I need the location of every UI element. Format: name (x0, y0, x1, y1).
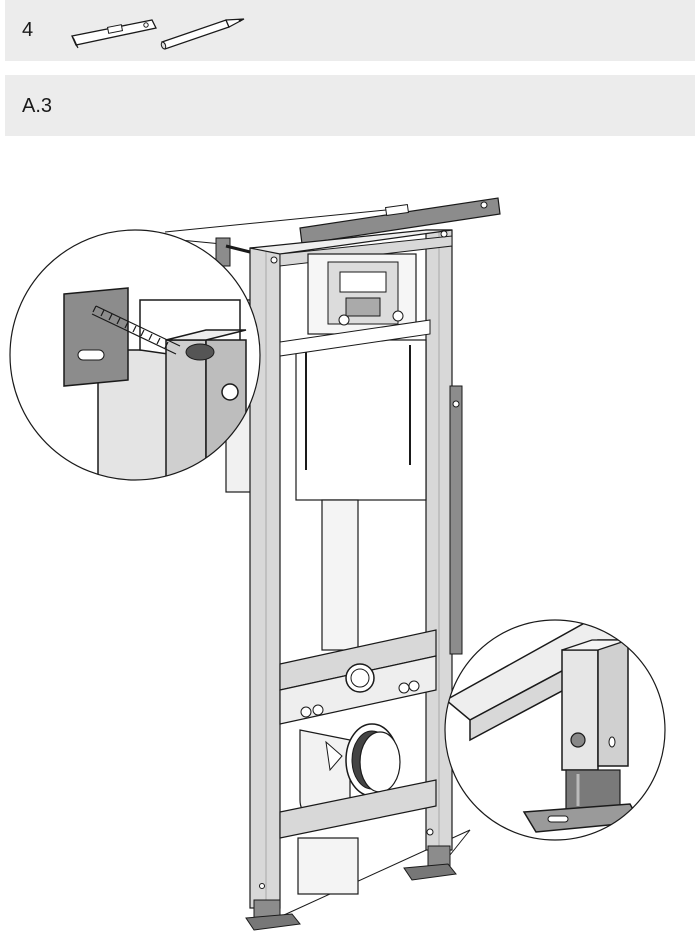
step-band (5, 75, 695, 136)
tool-count: 4 (22, 19, 34, 41)
spirit-level-icon (71, 19, 157, 49)
pencil-icon (160, 18, 245, 50)
installation-illustration: cersa (9, 197, 666, 931)
installation-frame: cersa (191, 197, 501, 931)
tools-row (71, 18, 245, 50)
step-code: A.3 (22, 95, 53, 117)
foot-adjustment-detail (444, 619, 666, 841)
wall-anchor-detail (9, 229, 261, 481)
